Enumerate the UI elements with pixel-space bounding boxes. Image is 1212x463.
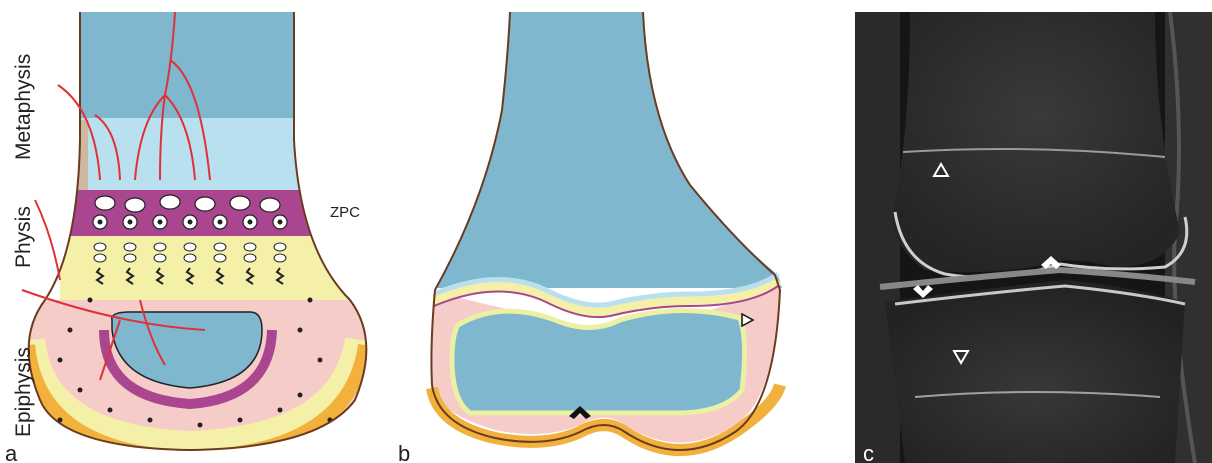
- femur-shaft: [435, 12, 782, 288]
- metaphyseal-spongiosa: [0, 118, 400, 193]
- secondary-ossification-center-b: [452, 310, 745, 413]
- panel-letter-b: b: [398, 443, 410, 463]
- bone-body-a: [0, 0, 400, 460]
- epiphysis-label: Epiphysis: [12, 347, 36, 437]
- physis-schematic-svg: [0, 0, 400, 463]
- tibia-mri: [885, 280, 1185, 463]
- knee-mri-svg: [855, 12, 1212, 463]
- physis-label: Physis: [12, 206, 36, 268]
- panel-b-distal-femur-schematic: b: [390, 0, 820, 463]
- panel-letter-a: a: [5, 443, 17, 463]
- panel-a-physis-schematic: Metaphysis Physis Epiphysis ZPC a: [0, 0, 400, 463]
- zpc-label: ZPC: [330, 204, 360, 221]
- distal-femur-svg: [390, 0, 820, 463]
- metaphysis-region: [0, 0, 400, 120]
- femur-mri: [893, 12, 1180, 272]
- metaphysis-label: Metaphysis: [12, 54, 36, 160]
- panel-c-mri-image: c: [855, 12, 1212, 463]
- panel-letter-c: c: [863, 443, 874, 463]
